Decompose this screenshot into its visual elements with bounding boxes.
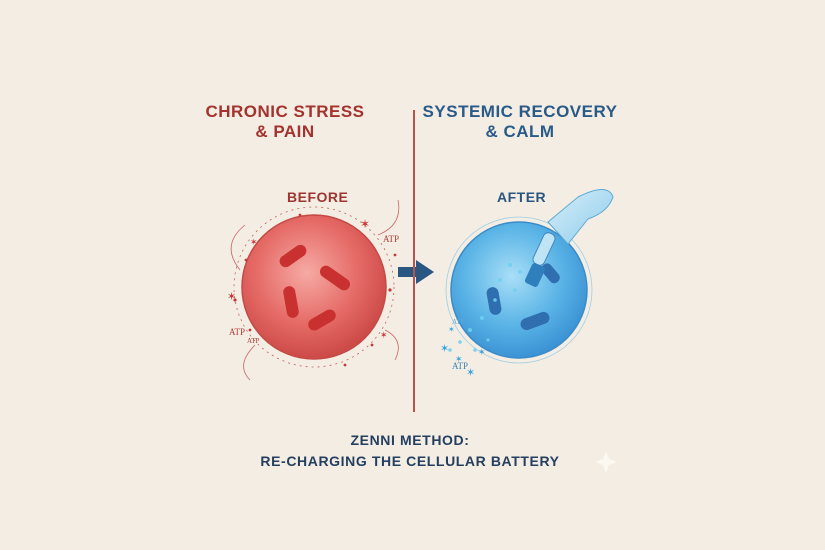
svg-text:✶: ✶ xyxy=(455,354,463,364)
svg-text:✶: ✶ xyxy=(448,325,455,334)
atp-label: ATP xyxy=(247,337,260,345)
right-arrow-icon xyxy=(398,260,434,284)
before-title-line1: CHRONIC STRESS xyxy=(205,102,365,121)
after-tag: AFTER xyxy=(497,189,547,205)
mitochondrion xyxy=(283,286,299,318)
svg-text:✶: ✶ xyxy=(440,343,449,355)
svg-text:✶: ✶ xyxy=(478,347,486,357)
before-title: CHRONIC STRESS & PAIN xyxy=(205,102,365,142)
svg-text:✶: ✶ xyxy=(227,291,236,303)
svg-text:✶: ✶ xyxy=(360,217,370,231)
svg-text:✶: ✶ xyxy=(250,237,258,247)
caption-line1: ZENNI METHOD: xyxy=(350,432,470,448)
sparkle-icon xyxy=(595,451,617,473)
before-tag: BEFORE xyxy=(287,189,349,205)
atp-label: ATP xyxy=(229,327,246,337)
recovered-cell: ✶ ✶ ✶ ✶ ✶ xyxy=(440,189,614,379)
stressed-cell: ✶ ✶ ✶ ✶ xyxy=(227,199,400,381)
caption-line2: RE-CHARGING THE CELLULAR BATTERY xyxy=(260,453,560,469)
mitochondrion xyxy=(319,265,351,291)
svg-text:✶: ✶ xyxy=(466,367,475,379)
after-title: SYSTEMIC RECOVERY & CALM xyxy=(405,102,635,142)
mitochondrion xyxy=(541,263,560,284)
svg-text:✶: ✶ xyxy=(380,330,388,340)
after-title-line1: SYSTEMIC RECOVERY xyxy=(422,102,618,121)
atp-label: ATP xyxy=(452,361,469,371)
panel-divider xyxy=(413,110,415,412)
method-caption: ZENNI METHOD: RE-CHARGING THE CELLULAR B… xyxy=(180,430,640,472)
mitochondrion xyxy=(279,244,307,268)
after-title-line2: & CALM xyxy=(485,122,555,141)
atp-label: ATP xyxy=(452,318,465,326)
mitochondrion xyxy=(308,309,336,331)
mitochondrion xyxy=(520,311,550,331)
before-title-line2: & PAIN xyxy=(255,122,315,141)
hand-dropper-icon xyxy=(524,189,614,287)
atp-label: ATP xyxy=(383,234,400,244)
